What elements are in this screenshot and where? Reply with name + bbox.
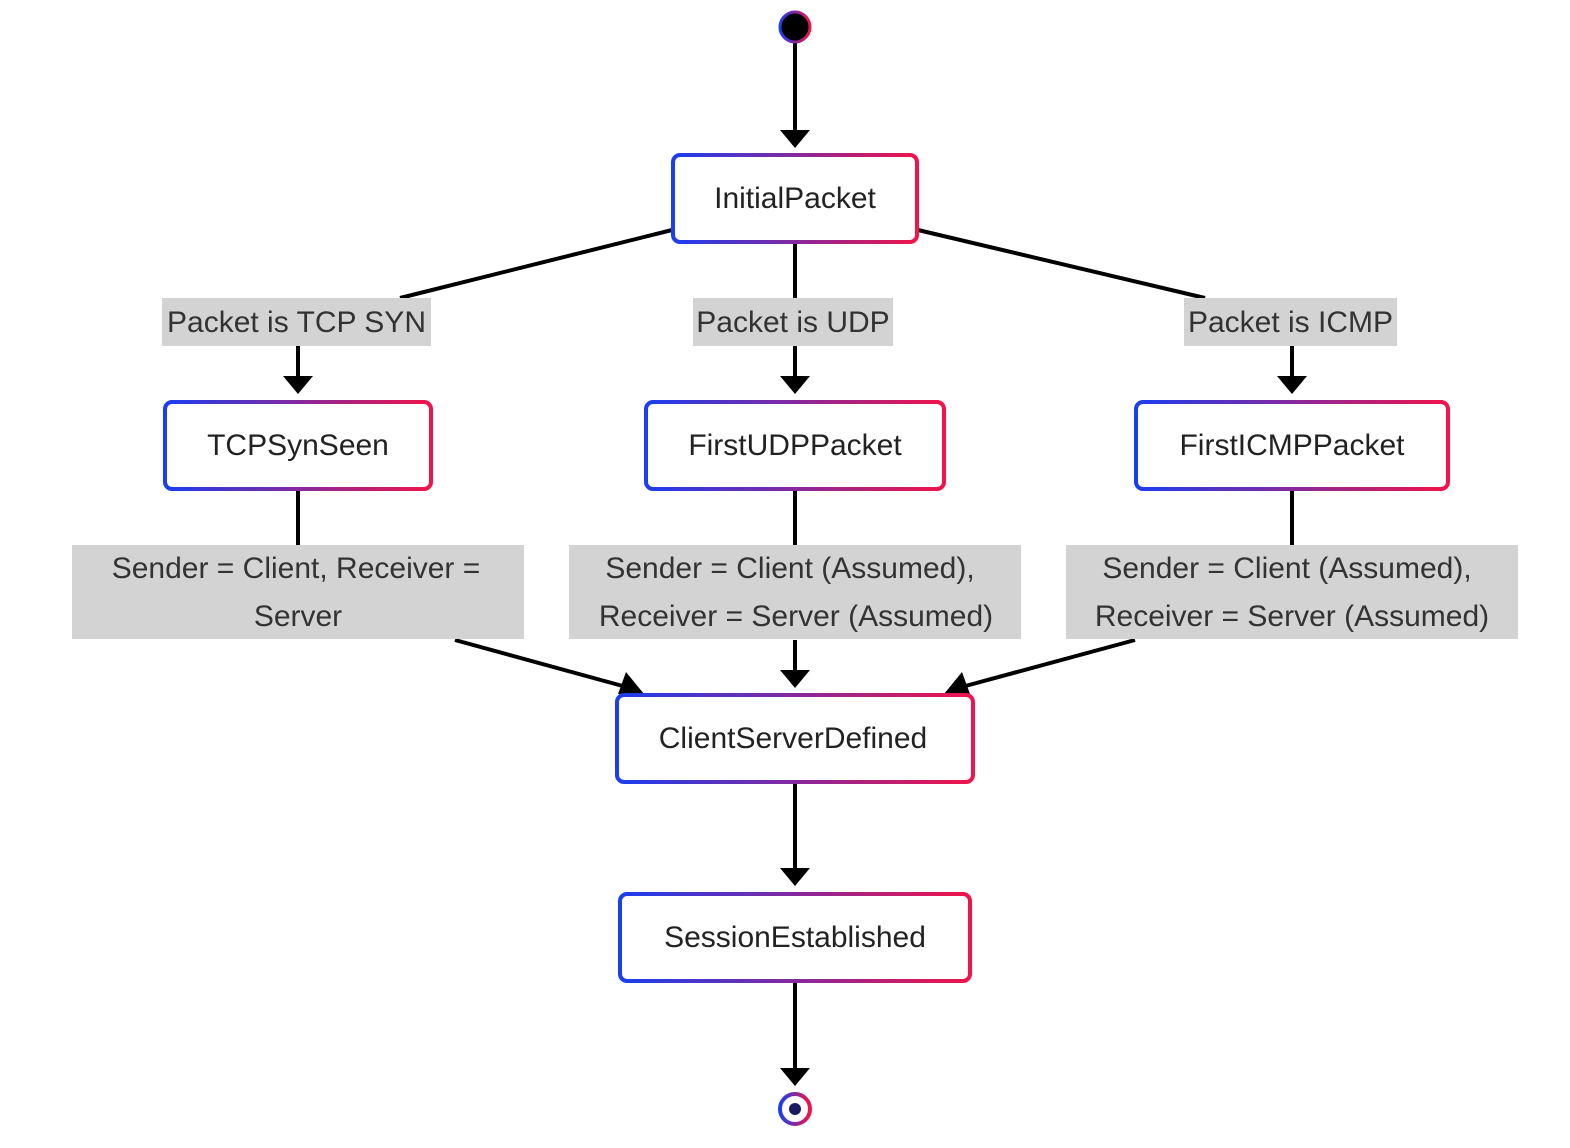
- guard-udp-assignment-line2: Receiver = Server (Assumed): [599, 600, 993, 633]
- initial-pseudostate: [778, 10, 812, 44]
- state-client-server-defined-label: ClientServerDefined: [659, 722, 927, 755]
- state-first-udp-packet: FirstUDPPacket: [644, 400, 946, 491]
- state-session-established: SessionEstablished: [618, 892, 972, 983]
- guard-udp: Packet is UDP: [693, 298, 893, 346]
- guard-icmp-assignment: Sender = Client (Assumed), Receiver = Se…: [1066, 545, 1518, 639]
- state-tcp-syn-seen: TCPSynSeen: [163, 400, 433, 491]
- state-initial-packet-label: InitialPacket: [714, 182, 876, 215]
- edge-initial-to-tcp-guard: [399, 228, 673, 300]
- edges: [283, 40, 1307, 1086]
- arrowhead-firstudp: [780, 376, 810, 394]
- state-first-udp-packet-label: FirstUDPPacket: [688, 429, 902, 462]
- arrowhead-end: [780, 1068, 810, 1086]
- guard-icmp: Packet is ICMP: [1184, 298, 1397, 346]
- arrowhead-session: [780, 868, 810, 886]
- guard-icmp-assignment-line2: Receiver = Server (Assumed): [1095, 600, 1489, 633]
- guard-udp-text: Packet is UDP: [696, 306, 889, 339]
- guard-tcp-syn: Packet is TCP SYN: [162, 298, 431, 346]
- state-first-icmp-packet: FirstICMPPacket: [1134, 400, 1450, 491]
- arrowhead-tcpsynseen: [283, 376, 313, 394]
- guard-tcp-assignment: Sender = Client, Receiver = Server: [72, 545, 524, 639]
- arrowhead-firsticmp: [1277, 376, 1307, 394]
- arrowhead-initial: [780, 130, 810, 148]
- edge-icmp-assign-to-csd: [957, 638, 1136, 690]
- arrowhead-csd-left: [618, 672, 644, 694]
- guard-icmp-assignment-line1: Sender = Client (Assumed),: [1102, 552, 1471, 585]
- state-first-icmp-packet-label: FirstICMPPacket: [1179, 429, 1405, 462]
- guard-tcp-assignment-line2: Server: [254, 600, 342, 633]
- edge-initial-to-icmp-guard: [917, 228, 1206, 300]
- arrowhead-csd-center: [780, 670, 810, 688]
- guard-udp-assignment: Sender = Client (Assumed), Receiver = Se…: [569, 545, 1021, 639]
- state-initial-packet: InitialPacket: [671, 153, 919, 244]
- final-state: [778, 1092, 812, 1126]
- state-tcp-syn-seen-label: TCPSynSeen: [207, 429, 389, 462]
- arrowhead-csd-right: [944, 672, 970, 694]
- edge-tcp-assign-to-csd: [454, 638, 631, 690]
- guard-icmp-text: Packet is ICMP: [1188, 306, 1393, 339]
- guard-udp-assignment-line1: Sender = Client (Assumed),: [605, 552, 974, 585]
- guard-tcp-syn-text: Packet is TCP SYN: [167, 306, 426, 339]
- state-session-established-label: SessionEstablished: [664, 921, 926, 954]
- guard-tcp-assignment-line1: Sender = Client, Receiver =: [112, 552, 481, 585]
- state-client-server-defined: ClientServerDefined: [615, 693, 975, 784]
